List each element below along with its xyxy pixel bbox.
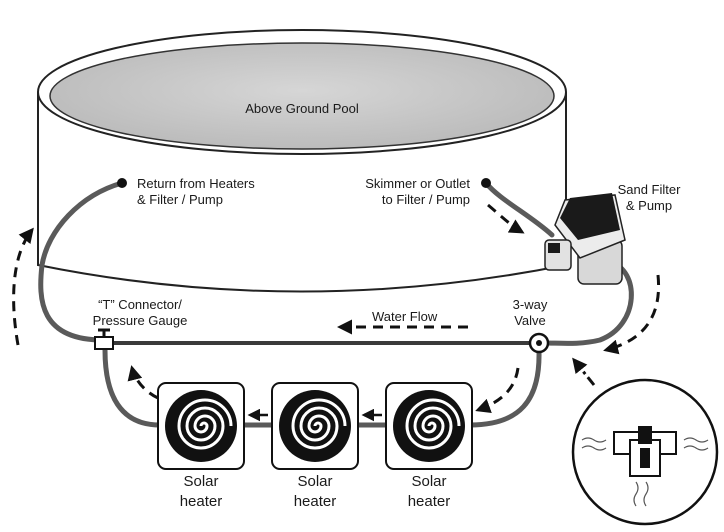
spiral-icon (279, 390, 351, 462)
skimmer-label: Skimmer or Outlet to Filter / Pump (365, 176, 470, 207)
return-label: Return from Heaters & Filter / Pump (137, 176, 255, 207)
water-flow-label: Water Flow (372, 309, 438, 324)
flow-arrows (12, 203, 661, 413)
solar-heater-3 (385, 382, 473, 470)
pump-outlet-hose (542, 259, 634, 346)
return-inlet (117, 178, 127, 188)
flow-arrow-valve-down (475, 367, 520, 413)
valve-to-heaters-hose (467, 349, 542, 428)
heater-label-3: Solar heater (407, 473, 451, 510)
valve-label: 3-way Valve (512, 297, 548, 328)
return-hose (38, 180, 125, 343)
valve-detail-callout (571, 357, 719, 526)
pool-water (49, 42, 555, 150)
heaters-to-t-hose (102, 347, 163, 428)
spiral-icon (165, 390, 237, 462)
t-connector (94, 328, 114, 350)
flow-arrow-left-up (12, 227, 34, 346)
pool (37, 29, 567, 293)
skimmer-hose (483, 180, 555, 238)
heater-label-1: Solar heater (179, 473, 223, 510)
three-way-valve (528, 332, 550, 354)
solar-heater-1 (157, 382, 245, 470)
t-connector-label: “T” Connector/ Pressure Gauge (92, 297, 188, 328)
skimmer-outlet (481, 178, 491, 188)
heater-label-2: Solar heater (293, 473, 337, 510)
spiral-icon (393, 390, 465, 462)
sand-filter-label: Sand Filter & Pump (617, 182, 681, 213)
flow-arrow-t-up (127, 365, 159, 400)
sand-filter-pump (544, 193, 626, 285)
pool-label: Above Ground Pool (245, 101, 359, 116)
flow-arrow-pump-down (603, 274, 661, 355)
flow-arrow-skimmer (487, 203, 525, 234)
solar-heater-2 (271, 382, 359, 470)
